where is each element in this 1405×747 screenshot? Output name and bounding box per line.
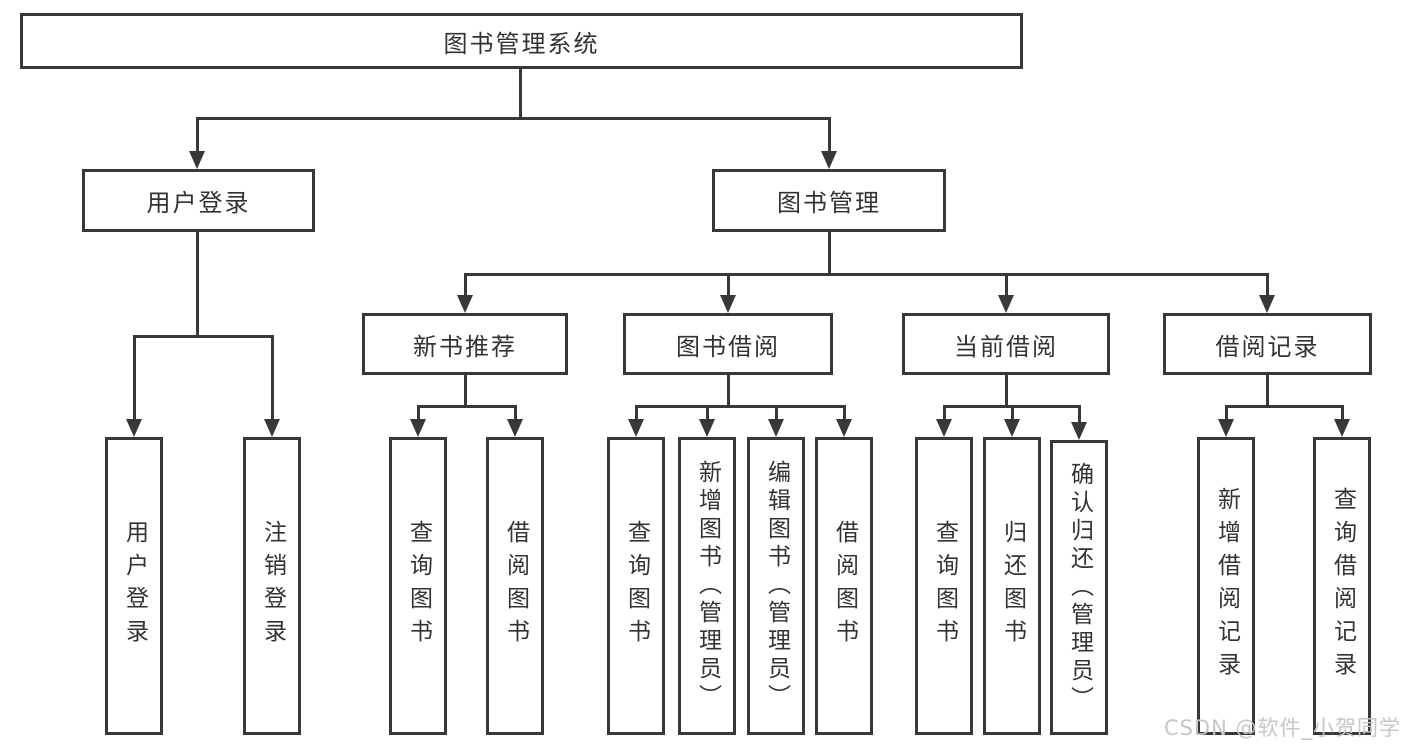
connector-branch <box>132 335 274 338</box>
arrowhead-down-icon <box>821 151 837 169</box>
connector-branch <box>634 405 846 408</box>
arrowhead-down-icon <box>836 419 852 437</box>
node-label: 当前借阅 <box>954 332 1058 361</box>
connector-drop <box>1340 405 1344 421</box>
connector-drop <box>463 273 467 297</box>
arrowhead-down-icon <box>189 151 205 169</box>
connector-drop <box>1265 273 1269 297</box>
leaf-query-books-current: 查询图书 <box>915 437 973 735</box>
node-label: 查询图书 <box>405 520 432 652</box>
leaf-edit-book-admin: 编辑图书（管理员） <box>747 437 805 735</box>
arrowhead-down-icon <box>1334 419 1350 437</box>
arrowhead-down-icon <box>936 419 952 437</box>
leaf-return-book: 归还图书 <box>983 437 1041 735</box>
node-book-borrowing: 图书借阅 <box>623 313 833 375</box>
connector-drop <box>513 405 517 421</box>
node-label: 图书管理系统 <box>443 29 600 58</box>
connector-branch <box>416 405 517 408</box>
connector-stem <box>195 232 199 335</box>
node-label: 确认归还（管理员） <box>1066 461 1093 714</box>
connector-drop <box>842 405 846 421</box>
node-label: 归还图书 <box>999 520 1026 652</box>
arrowhead-down-icon <box>1259 295 1275 313</box>
connector-drop <box>827 117 831 153</box>
csdn-watermark: CSDN @软件_小贺同学 <box>1163 716 1401 740</box>
node-label: 用户登录 <box>121 520 148 652</box>
arrowhead-down-icon <box>768 419 784 437</box>
connector-drop <box>1004 273 1008 297</box>
connector-stem <box>518 69 522 117</box>
connector-stem <box>1004 375 1008 405</box>
arrowhead-down-icon <box>628 419 644 437</box>
connector-drop <box>1010 405 1014 421</box>
arrowhead-down-icon <box>720 295 736 313</box>
node-book-management: 图书管理 <box>712 169 946 232</box>
node-label: 注销登录 <box>259 520 286 652</box>
connector-branch <box>195 117 831 120</box>
node-label: 借阅记录 <box>1215 332 1320 361</box>
arrowhead-down-icon <box>264 419 280 437</box>
arrowhead-down-icon <box>507 419 523 437</box>
connector-drop <box>942 405 946 421</box>
connector-drop <box>270 335 274 421</box>
leaf-add-borrow-record: 新增借阅记录 <box>1197 437 1255 735</box>
leaf-borrow-books-recommend: 借阅图书 <box>486 437 544 735</box>
node-library-system: 图书管理系统 <box>20 13 1023 69</box>
leaf-logout: 注销登录 <box>243 437 301 735</box>
arrowhead-down-icon <box>699 419 715 437</box>
node-label: 图书管理 <box>777 189 881 217</box>
node-label: 图书借阅 <box>676 332 780 361</box>
connector-stem <box>463 375 467 405</box>
connector-stem <box>827 232 831 273</box>
arrowhead-down-icon <box>1004 419 1020 437</box>
connector-stem <box>1265 375 1269 405</box>
connector-drop <box>195 117 199 153</box>
connector-drop <box>705 405 709 421</box>
arrowhead-down-icon <box>126 419 142 437</box>
connector-stem <box>726 375 730 405</box>
node-user-login: 用户登录 <box>82 169 315 232</box>
leaf-borrow-books: 借阅图书 <box>815 437 873 735</box>
node-label: 借阅图书 <box>502 520 529 652</box>
connector-drop <box>774 405 778 421</box>
connector-drop <box>1077 405 1081 424</box>
connector-branch <box>463 273 1269 276</box>
leaf-query-books-recommend: 查询图书 <box>389 437 447 735</box>
node-label: 编辑图书（管理员） <box>763 460 790 712</box>
connector-drop <box>416 405 420 421</box>
node-label: 借阅图书 <box>831 520 858 652</box>
node-label: 查询图书 <box>623 520 650 652</box>
node-label: 新增借阅记录 <box>1213 487 1240 685</box>
leaf-query-books-borrowing: 查询图书 <box>607 437 665 735</box>
arrowhead-down-icon <box>410 419 426 437</box>
node-current-borrowing: 当前借阅 <box>902 313 1110 375</box>
leaf-add-book-admin: 新增图书（管理员） <box>678 437 736 735</box>
connector-drop <box>634 405 638 421</box>
node-label: 查询图书 <box>931 520 958 652</box>
node-label: 用户登录 <box>146 189 251 217</box>
node-label: 新增图书（管理员） <box>694 460 721 712</box>
arrowhead-down-icon <box>1218 419 1234 437</box>
node-label: 新书推荐 <box>413 332 517 361</box>
connector-branch <box>1224 405 1344 408</box>
leaf-confirm-return-admin: 确认归还（管理员） <box>1050 440 1108 735</box>
connector-drop <box>132 335 136 421</box>
node-label: 查询借阅记录 <box>1329 487 1356 685</box>
arrowhead-down-icon <box>1071 422 1087 440</box>
leaf-user-login: 用户登录 <box>105 437 163 735</box>
arrowhead-down-icon <box>998 295 1014 313</box>
arrowhead-down-icon <box>457 295 473 313</box>
node-new-book-recommendation: 新书推荐 <box>362 313 568 375</box>
node-borrowing-records: 借阅记录 <box>1163 313 1372 375</box>
connector-drop <box>1224 405 1228 421</box>
leaf-query-borrow-record: 查询借阅记录 <box>1313 437 1371 735</box>
connector-drop <box>726 273 730 297</box>
